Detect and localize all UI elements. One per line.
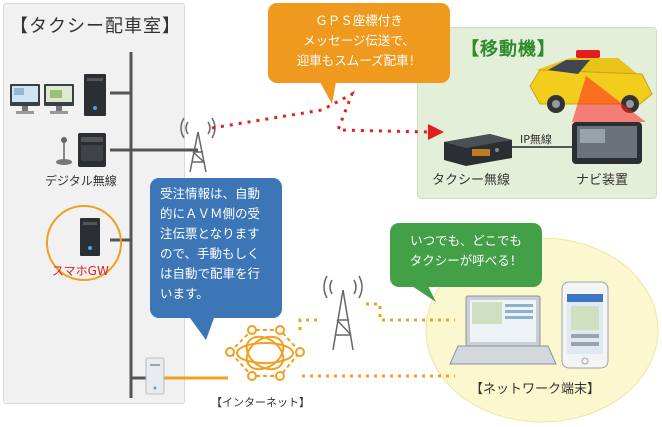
smartphone-gw-highlight <box>46 205 122 281</box>
anywhere-bubble: いつでも、どこでも タクシーが呼べる！ <box>390 223 542 287</box>
dispatch-room-title: 【タクシー配車室】 <box>10 16 181 37</box>
navi-device-icon <box>572 122 642 164</box>
mobile-unit-title: 【移動機】 <box>461 39 556 60</box>
smartphone-icon <box>561 281 609 369</box>
internet-label: 【インターネット】 <box>211 396 310 409</box>
navi-beam <box>572 76 646 122</box>
radio-signal-path <box>211 90 431 134</box>
order-info-text: 受注情報は、自動 的にＡＶＭ側の受 注伝票となります ので、手動もしく は自動で… <box>160 186 261 301</box>
laptop-icon <box>449 295 557 365</box>
digital-radio-icon <box>56 133 106 167</box>
gps-bubble-tail <box>320 82 336 104</box>
gps-message-text: ＧＰＳ座標付き メッセージ伝送で、 迎車もスムーズ配車！ <box>296 13 422 68</box>
gw-server-icon <box>80 218 100 256</box>
ip-radio-label: IP無線 <box>520 133 552 146</box>
order-bubble-tail <box>190 318 214 340</box>
gps-message-bubble: ＧＰＳ座標付き メッセージ伝送で、 迎車もスムーズ配車！ <box>268 3 450 83</box>
anywhere-text: いつでも、どこでも タクシーが呼べる！ <box>409 233 523 268</box>
taxi-radio-icon <box>444 134 512 166</box>
digital-radio-label: デジタル無線 <box>45 174 117 188</box>
network-terminal-label: 【ネットワーク端末】 <box>470 382 601 397</box>
radio-tower-icon <box>180 117 216 173</box>
internet-cloud-icon <box>225 325 305 381</box>
dispatch-pc-icon <box>10 74 106 116</box>
navi-label: ナビ装置 <box>576 173 629 188</box>
order-info-bubble: 受注情報は、自動 的にＡＶＭ側の受 注伝票となります ので、手動もしく は自動で… <box>150 178 282 318</box>
cell-tower-icon <box>323 275 363 351</box>
internet-to-tower-path <box>298 318 322 330</box>
smartphone-gw-label: スマホGW <box>52 264 109 278</box>
router-icon <box>145 357 165 395</box>
radio-signal-arrow <box>428 124 444 140</box>
taxi-radio-label: タクシー無線 <box>432 173 511 188</box>
anywhere-bubble-tail <box>412 286 436 302</box>
